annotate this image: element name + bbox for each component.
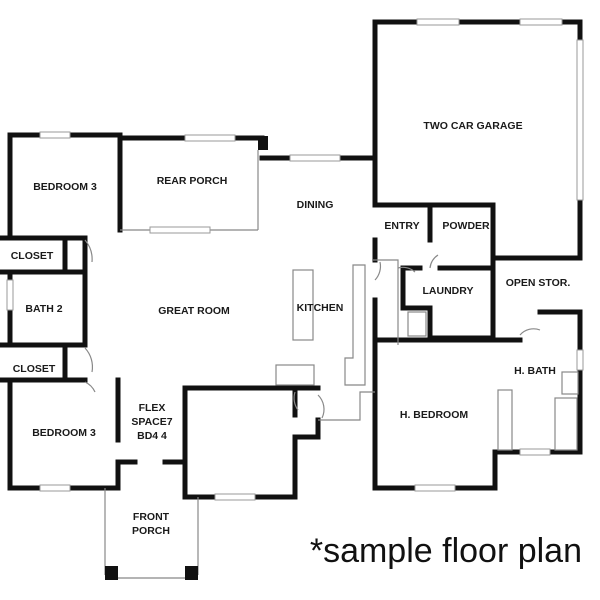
- label-closet-bottom: CLOSET: [13, 363, 56, 375]
- label-dining: DINING: [297, 199, 334, 211]
- walls: [0, 19, 583, 500]
- label-closet-top: CLOSET: [11, 250, 54, 262]
- interior-details: [84, 150, 579, 579]
- sample-note: *sample floor plan: [310, 532, 582, 570]
- label-open-stor: OPEN STOR.: [506, 277, 571, 289]
- room-labels: TWO CAR GARAGE BEDROOM 3 REAR PORCH DINI…: [11, 120, 571, 537]
- label-h-bath: H. BATH: [514, 365, 556, 377]
- label-rear-porch: REAR PORCH: [157, 175, 228, 187]
- windows: [6, 18, 584, 501]
- label-bedroom-top: BEDROOM 3: [33, 181, 97, 193]
- porch-posts: [105, 566, 198, 580]
- label-bedroom-bottom: BEDROOM 3: [32, 427, 96, 439]
- label-flex-line3: BD4 4: [137, 430, 167, 442]
- label-h-bedroom: H. BEDROOM: [400, 409, 469, 421]
- label-two-car-garage: TWO CAR GARAGE: [423, 120, 522, 132]
- label-laundry: LAUNDRY: [423, 285, 474, 297]
- label-great-room: GREAT ROOM: [158, 305, 230, 317]
- label-powder: POWDER: [442, 220, 490, 232]
- label-bath-2: BATH 2: [25, 303, 62, 315]
- label-entry: ENTRY: [384, 220, 419, 232]
- label-front-porch-line2: PORCH: [132, 525, 170, 537]
- label-flex-line2: SPACE7: [131, 416, 172, 428]
- label-kitchen: KITCHEN: [297, 302, 344, 314]
- label-flex-line1: FLEX: [139, 402, 166, 414]
- label-front-porch-line1: FRONT: [133, 511, 170, 523]
